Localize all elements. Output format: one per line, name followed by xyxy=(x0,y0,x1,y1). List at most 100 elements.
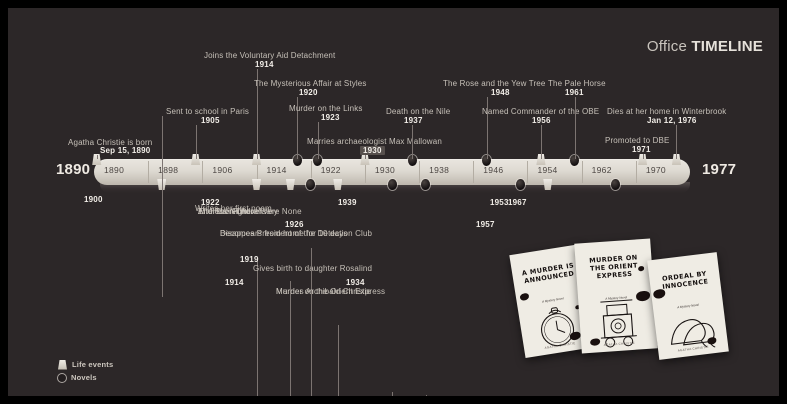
event-label: And Then There Were None xyxy=(198,207,302,216)
brand-bold: TIMELINE xyxy=(691,38,763,55)
event-leader-line xyxy=(290,281,292,396)
event-date: 1905 xyxy=(201,116,220,125)
event-leader-line xyxy=(337,325,339,396)
novel-marker[interactable] xyxy=(516,179,526,190)
axis-tick-label: 1938 xyxy=(429,165,450,175)
life-event-marker[interactable] xyxy=(536,154,546,165)
event-date: 1953 xyxy=(490,198,509,207)
book-cover-1: A MURDER IS ANNOUNCED A Mystery Novel AG… xyxy=(509,244,597,358)
event-label: The Rose and the Yew Tree xyxy=(443,79,546,88)
event-label: The Pale Horse xyxy=(548,79,606,88)
axis-tick-label: 1930 xyxy=(374,165,396,175)
axis-tick-divider xyxy=(635,161,637,183)
event-date: 1961 xyxy=(565,88,584,97)
event-date: 1920 xyxy=(299,88,318,97)
event-date: 1937 xyxy=(404,116,423,125)
axis-tick-label: 1898 xyxy=(158,165,179,175)
event-label: Becomes President of the Detection Club xyxy=(220,229,373,238)
legend-item: Novels xyxy=(58,372,113,383)
novel-marker[interactable] xyxy=(292,155,302,166)
event-date: 1900 xyxy=(84,195,103,204)
circle-marker-icon xyxy=(58,373,66,382)
legend-item: Life events xyxy=(58,359,113,370)
novel-marker[interactable] xyxy=(421,179,431,190)
novel-marker[interactable] xyxy=(570,155,580,166)
event-date: 1939 xyxy=(338,198,357,207)
life-event-marker[interactable] xyxy=(252,179,262,190)
life-event-marker[interactable] xyxy=(252,154,262,165)
event-leader-line xyxy=(425,395,427,396)
life-event-marker[interactable] xyxy=(285,179,295,190)
book-1-title: A MURDER IS ANNOUNCED xyxy=(521,261,575,286)
event-date: 1926 xyxy=(285,220,304,229)
event-label: Dies at her home in Winterbrook xyxy=(607,107,727,116)
event-label: Joins the Voluntary Aid Detachment xyxy=(204,51,336,60)
event-label: Marries archaeologist Max Mallowan xyxy=(307,137,442,146)
axis-tick-label: 1962 xyxy=(591,165,612,175)
event-leader-line xyxy=(412,125,414,159)
axis-tick-label: 1946 xyxy=(483,165,504,175)
axis-end-year: 1977 xyxy=(702,161,737,178)
axis-tick-label: 1890 xyxy=(104,165,125,175)
event-date: 1934 xyxy=(346,278,365,287)
event-label: Gives birth to daughter Rosalind xyxy=(253,264,373,273)
trapezoid-marker-icon xyxy=(58,359,67,370)
event-leader-line xyxy=(195,125,197,159)
life-event-marker[interactable] xyxy=(360,154,370,165)
novel-marker[interactable] xyxy=(482,155,492,166)
life-event-marker[interactable] xyxy=(543,179,553,190)
event-label: Endless Night xyxy=(198,207,250,216)
book-cover-3: ORDEAL BY INNOCENCE A Mystery Novel AGAT… xyxy=(647,252,729,360)
life-event-marker[interactable] xyxy=(92,154,102,165)
event-leader-line xyxy=(256,69,258,159)
novel-marker[interactable] xyxy=(313,155,322,166)
legend-label: Life events xyxy=(72,360,114,369)
event-label: Promoted to DBE xyxy=(605,136,670,145)
event-leader-line xyxy=(364,155,366,159)
event-date: 1919 xyxy=(240,255,259,264)
event-leader-line xyxy=(256,260,258,396)
novel-marker[interactable] xyxy=(611,179,620,190)
legend-label: Novels xyxy=(71,373,97,382)
event-leader-line xyxy=(541,125,542,159)
steam-train-icon xyxy=(600,299,637,348)
event-label: Sent to school in Paris xyxy=(166,107,250,116)
novel-marker[interactable] xyxy=(306,179,316,190)
event-date: 1948 xyxy=(491,88,510,97)
life-event-marker[interactable] xyxy=(671,154,681,165)
life-event-marker[interactable] xyxy=(333,179,343,190)
axis-tick-divider xyxy=(581,161,583,183)
event-date: 1914 xyxy=(255,60,274,69)
event-label: Murder on the Links xyxy=(289,104,363,113)
event-leader-line xyxy=(642,154,644,159)
event-leader-line xyxy=(574,97,576,159)
event-date: Sep 15, 1890 xyxy=(100,146,151,155)
brand-light: Office xyxy=(646,38,688,55)
life-event-marker[interactable] xyxy=(638,154,648,165)
axis-tick-divider xyxy=(256,161,258,183)
axis-tick-divider xyxy=(310,161,312,183)
event-leader-line xyxy=(310,248,312,396)
event-date: 1914 xyxy=(225,278,244,287)
life-event-marker[interactable] xyxy=(191,154,201,165)
axis-tick-divider xyxy=(364,161,366,183)
event-label: After the Funeral xyxy=(198,207,261,216)
event-label: Agatha Christie is born xyxy=(68,138,153,147)
event-leader-line xyxy=(96,155,98,159)
event-date: 1930 xyxy=(360,146,385,155)
novel-marker[interactable] xyxy=(387,179,397,190)
event-label: Marries Archibald Christie xyxy=(276,287,372,296)
axis-tick-label: 1906 xyxy=(212,165,233,175)
event-leader-line xyxy=(486,97,488,159)
event-leader-line xyxy=(317,122,319,159)
event-leader-line xyxy=(392,392,393,396)
event-label: Death on the Nile xyxy=(386,107,451,116)
axis-tick-label: 1970 xyxy=(645,165,666,175)
event-date: 1956 xyxy=(532,116,551,125)
axis-tick-label: 1922 xyxy=(320,165,341,175)
axis-tick-divider xyxy=(419,161,421,183)
event-leader-line xyxy=(676,125,678,159)
novel-marker[interactable] xyxy=(407,155,417,166)
